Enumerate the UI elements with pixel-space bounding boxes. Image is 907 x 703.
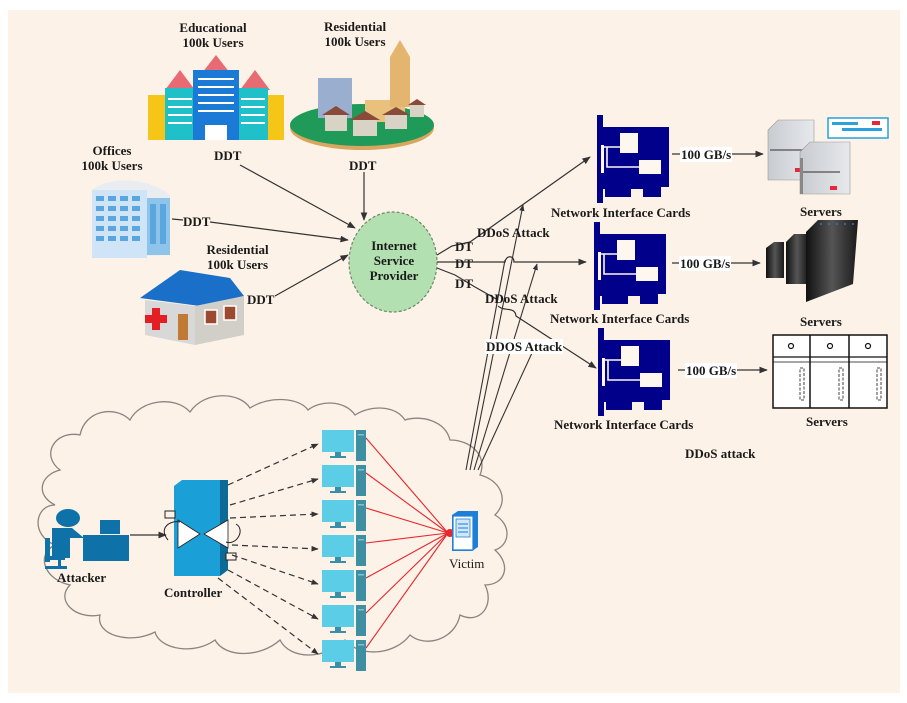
nic-card-2 [594, 222, 666, 310]
control-link [229, 478, 319, 506]
isp-label: Internet Service Provider [357, 238, 431, 283]
offices-users: 100k Users [81, 158, 143, 173]
residential-bottom-name: Residential [206, 242, 269, 257]
throughput-label-2: 100 GB/s [679, 256, 732, 271]
server-icon-gray-towers [767, 117, 889, 195]
attack-label-1: DDoS Attack [477, 225, 550, 240]
zombie-computer-icon [322, 640, 366, 671]
zombie-computer-icon [322, 465, 366, 496]
diagram-caption: DDoS attack [685, 446, 756, 461]
isp-line3: Provider [369, 268, 419, 283]
servers-label-2: Servers [800, 314, 842, 329]
throughput-label-3: 100 GB/s [685, 363, 738, 378]
offices-name: Offices [92, 143, 132, 158]
victim-label: Victim [449, 556, 485, 571]
nic-label-2: Network Interface Cards [550, 311, 690, 326]
attack-link [365, 507, 449, 534]
servers-label-1: Servers [800, 204, 842, 219]
nic-card-1 [597, 115, 669, 203]
isp-output-3: DT [455, 276, 474, 291]
attack-link [365, 472, 449, 534]
ddt-label-residential-top: DDT [349, 158, 377, 173]
server-icon-black-racks [766, 220, 858, 302]
attack-label-2: DDoS Attack [485, 291, 558, 306]
attack-line-1 [469, 204, 525, 471]
isp-output-2: DT [455, 256, 474, 271]
offices-label: Offices 100k Users [72, 143, 152, 173]
link-offices-isp [209, 221, 349, 243]
botnet-cloud [37, 395, 508, 656]
attack-label-3: DDOS Attack [485, 339, 564, 354]
attack-link [365, 437, 449, 534]
control-link [227, 443, 319, 486]
zombie-computer-icon [322, 570, 366, 601]
control-link [227, 569, 319, 620]
control-link [231, 554, 319, 585]
residential-town-icon [290, 40, 434, 150]
isp-output-1: DT [455, 239, 474, 254]
zombie-computer-icon [322, 430, 366, 461]
attacker-icon [45, 509, 129, 569]
ddt-label-offices: DDT [183, 214, 211, 229]
residential-house-icon [140, 270, 244, 345]
link-residential-bottom-isp [274, 254, 349, 297]
attack-link [365, 532, 449, 614]
zombie-computer-icon [322, 535, 366, 566]
zombie-computer-icon [322, 500, 366, 531]
residential-top-users: 100k Users [324, 34, 386, 49]
isp-out-top-to-nic1 [469, 156, 591, 243]
isp-out-bottom [436, 267, 499, 301]
server-icon-rack-cabinets [772, 334, 888, 409]
control-link [229, 511, 319, 519]
residential-top-label: Residential 100k Users [310, 19, 400, 49]
attack-line-4 [465, 259, 506, 471]
attack-link [365, 532, 449, 649]
controller-label: Controller [164, 585, 223, 600]
isp-line2: Service [373, 253, 415, 268]
ddt-label-educational: DDT [214, 148, 242, 163]
office-building-icon [92, 180, 170, 258]
throughput-label-1: 100 GB/s [680, 147, 733, 162]
control-link [231, 544, 319, 552]
educational-building-icon [148, 55, 284, 140]
residential-top-name: Residential [323, 19, 387, 34]
nic-label-1: Network Interface Cards [551, 205, 691, 220]
educational-name: Educational [179, 20, 247, 35]
zombie-computer-icon [322, 605, 366, 636]
link-offices-stub [171, 218, 184, 221]
victim-server-icon [446, 511, 478, 551]
residential-bottom-users: 100k Users [206, 257, 269, 272]
controller-icon [163, 480, 241, 576]
nic-label-3: Network Interface Cards [554, 417, 694, 432]
servers-label-3: Servers [806, 414, 848, 429]
attack-link [365, 532, 449, 544]
residential-bottom-label: Residential 100k Users [195, 242, 280, 272]
isp-line1: Internet [371, 238, 417, 253]
control-link [217, 577, 319, 655]
nic-card-3 [598, 328, 670, 416]
educational-users: 100k Users [182, 35, 244, 50]
isp-out-bottom-to-nic3 [497, 305, 597, 369]
attack-line-3 [477, 339, 539, 471]
attack-link [365, 532, 449, 579]
zombie-computers [217, 430, 449, 671]
attack-line-2 [473, 263, 538, 471]
educational-label: Educational 100k Users [168, 20, 258, 50]
isp-out-top [436, 241, 471, 256]
ddt-label-residential-bottom: DDT [247, 292, 275, 307]
attacker-label: Attacker [57, 570, 107, 585]
link-educational-isp [239, 164, 356, 229]
